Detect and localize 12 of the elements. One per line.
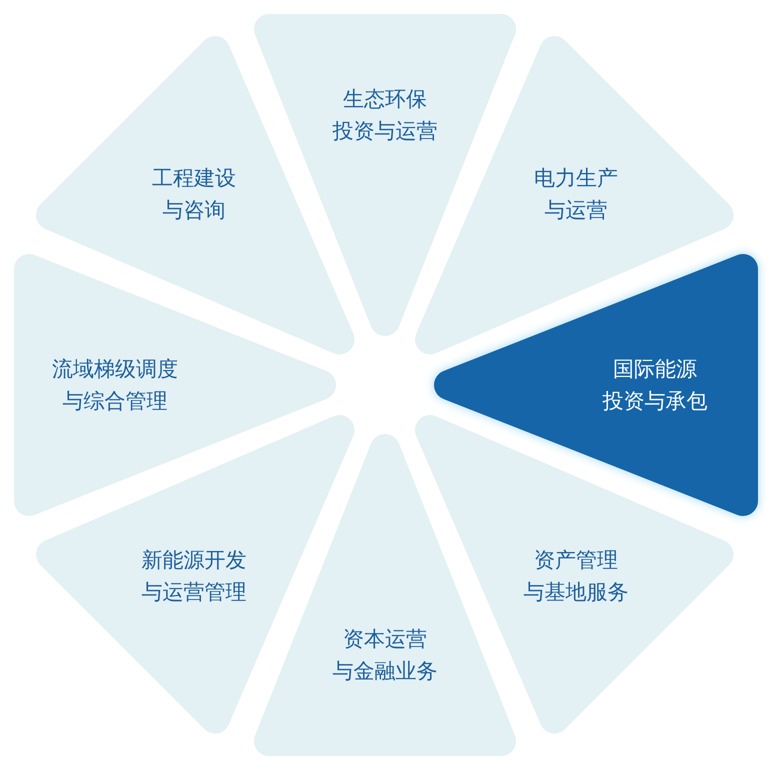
segment-label: 新能源开发与运营管理 — [142, 546, 247, 606]
triangle-segment — [14, 254, 336, 516]
segment-label: 资产管理与基地服务 — [523, 546, 628, 606]
segment-label: 国际能源投资与承包 — [602, 356, 708, 415]
triangle-segment — [254, 434, 516, 756]
segment-label: 生态环保投资与运营 — [332, 86, 438, 145]
triangle-segment — [254, 14, 516, 336]
triangle-segment — [434, 254, 758, 516]
segment-label: 流域梯级调度与综合管理 — [52, 356, 178, 415]
segment-label: 电力生产与运营 — [534, 165, 618, 224]
segment-label: 工程建设与咨询 — [152, 165, 236, 224]
segment-label: 资本运营与金融业务 — [332, 626, 438, 685]
